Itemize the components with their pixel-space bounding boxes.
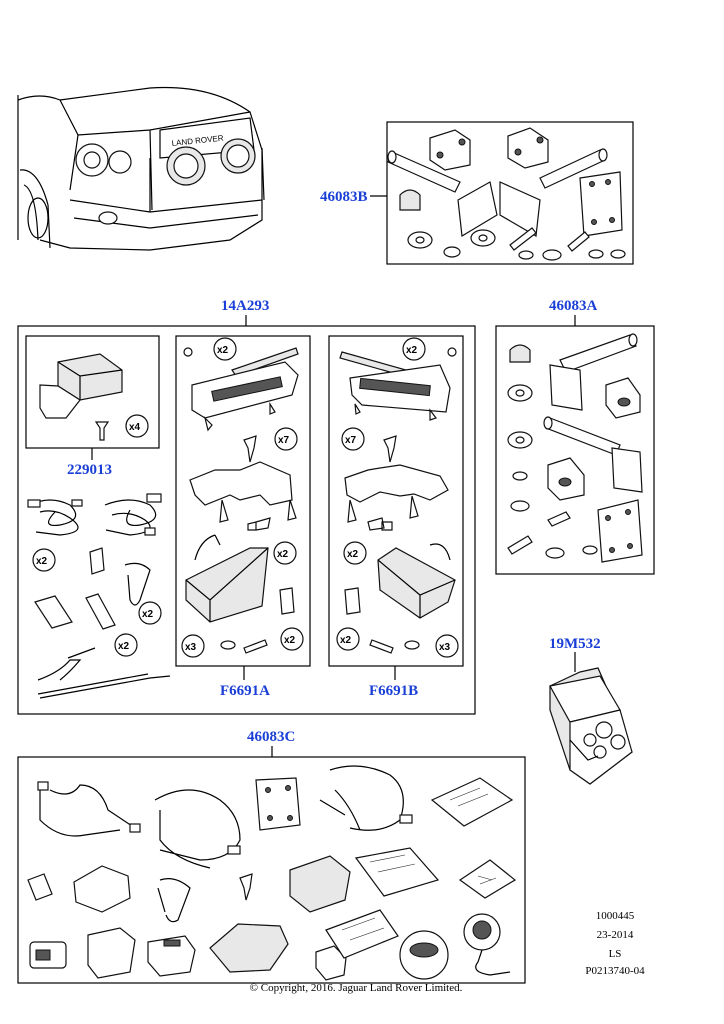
kit-14A293-group: 14A293 x4 229013 x2 x2	[17, 298, 476, 715]
kit-F6691B-box	[328, 335, 464, 667]
copyright-footer: © Copyright, 2016. Jaguar Land Rover Lim…	[249, 982, 463, 994]
qty-F6691A-clip: x2	[217, 345, 229, 356]
qty-cable-strap: x2	[118, 641, 130, 652]
qty-F6691B-bolt: x2	[340, 635, 352, 646]
kit-19M532-group: 19M532	[549, 636, 633, 785]
harness-parts	[27, 493, 162, 536]
kit-14A293-box	[17, 325, 476, 715]
vehicle-badge: LAND ROVER	[171, 134, 224, 148]
kit-19M532-label[interactable]: 19M532	[549, 636, 601, 652]
qty-fuse-holder: x2	[36, 556, 48, 567]
qty-229013-screw: x4	[129, 422, 141, 433]
qty-F6691B-nut: x2	[347, 549, 359, 560]
ref-initials: LS	[608, 948, 622, 960]
kit-46083A-group: 46083A	[495, 298, 655, 575]
vehicle-illustration: LAND ROVER	[17, 86, 265, 251]
qty-cable-tie: x2	[142, 609, 154, 620]
qty-F6691B-screw: x7	[345, 435, 357, 446]
kit-F6691B-label[interactable]: F6691B	[369, 683, 418, 699]
ref-number: 1000445	[595, 910, 635, 922]
kit-229013-label[interactable]: 229013	[67, 462, 112, 478]
kit-46083B-group: 46083B	[320, 121, 634, 265]
kit-46083A-box	[495, 325, 655, 575]
kit-46083B-box	[386, 121, 634, 265]
kit-46083C-box	[17, 756, 526, 984]
kit-46083B-label[interactable]: 46083B	[320, 189, 368, 205]
drawing-id: P0213740-04	[585, 965, 645, 977]
kit-46083C-group: 46083C	[17, 729, 526, 984]
kit-14A293-label[interactable]: 14A293	[221, 298, 269, 314]
kit-F6691A-label[interactable]: F6691A	[220, 683, 270, 699]
kit-F6691A-box	[175, 335, 311, 667]
qty-F6691A-washer: x3	[185, 642, 197, 653]
qty-F6691B-clip: x2	[406, 345, 418, 356]
qty-F6691A-nut: x2	[277, 549, 289, 560]
qty-F6691A-screw: x7	[278, 435, 290, 446]
kit-46083A-label[interactable]: 46083A	[549, 298, 598, 314]
kit-46083C-label[interactable]: 46083C	[247, 729, 295, 745]
qty-F6691A-bolt: x2	[284, 635, 296, 646]
ref-date: 23-2014	[596, 929, 634, 941]
qty-F6691B-washer: x3	[439, 642, 451, 653]
